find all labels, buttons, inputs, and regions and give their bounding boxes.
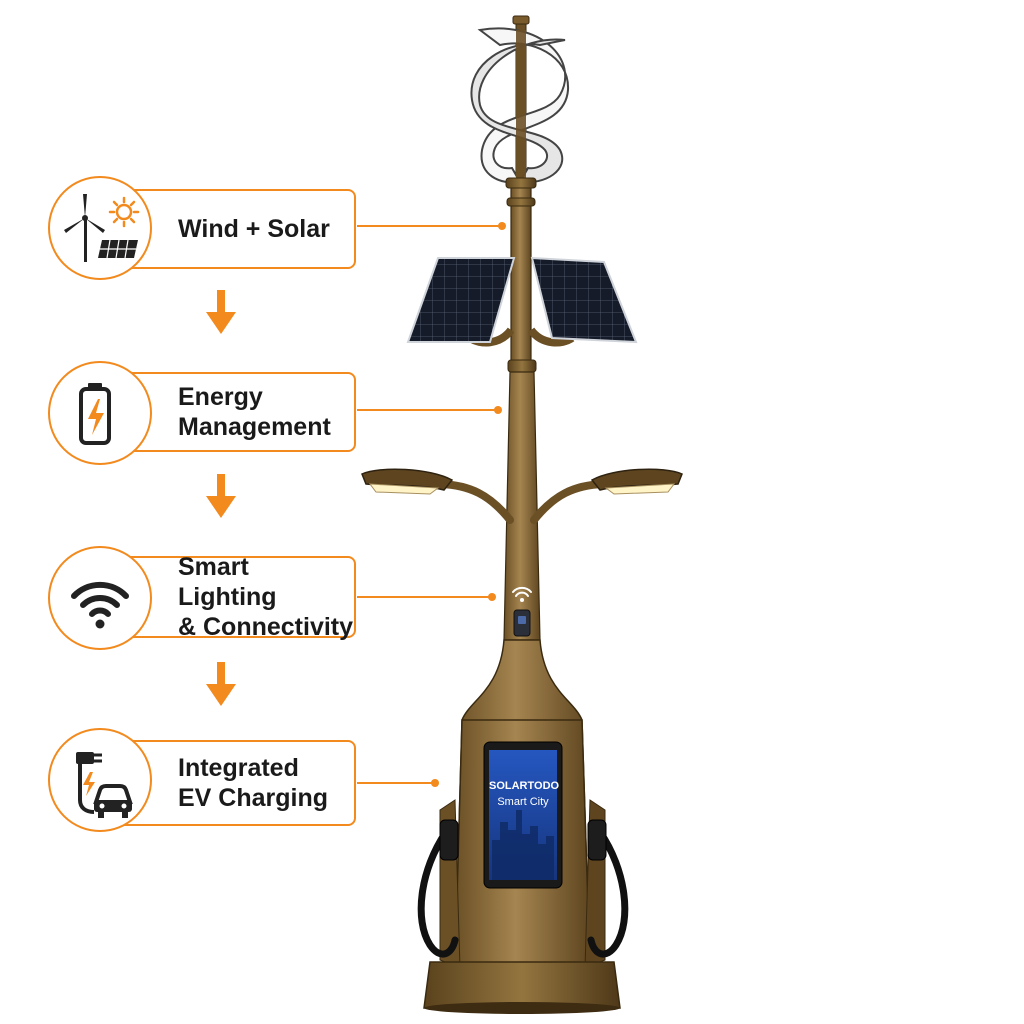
screen-title: SOLARTODO [489,780,560,792]
solar-panel-right [530,256,638,344]
connector-lines [357,225,500,784]
wind-solar-icon [48,176,152,280]
flow-arrow [206,290,236,334]
ev-charging-plug-left [417,819,459,958]
feature-row-ev-charging: Integrated EV Charging [48,728,358,838]
connector-dot [494,406,502,414]
ev-charging-icon [48,728,152,832]
feature-row-smart-lighting: Smart Lighting & Connectivity [48,546,358,656]
ev-charging-plug-right [587,819,629,958]
wifi-icon [48,546,152,650]
connector-dot [431,779,439,787]
flow-arrow [206,474,236,518]
street-lamp-right [590,468,683,495]
connector-dot [488,593,496,601]
battery-icon [48,361,152,465]
screen-subtitle: Smart City [497,796,549,808]
feature-label: Integrated EV Charging [178,754,329,812]
pole-wifi-icon [512,586,532,597]
feature-label: Smart Lighting & Connectivity [178,553,354,641]
flow-arrow [206,662,236,706]
connector-dot [498,222,506,230]
feature-row-energy-management: Energy Management [48,361,358,471]
solar-panel-left [406,257,516,343]
feature-row-wind-solar: Wind + Solar [48,176,358,286]
feature-label: Wind + Solar [178,215,330,243]
upper-pole [510,179,532,381]
street-lamp-left [361,468,454,495]
kiosk-screen-text: SOLARTODO Smart City [489,778,560,810]
feature-label: Energy Management [178,383,331,441]
